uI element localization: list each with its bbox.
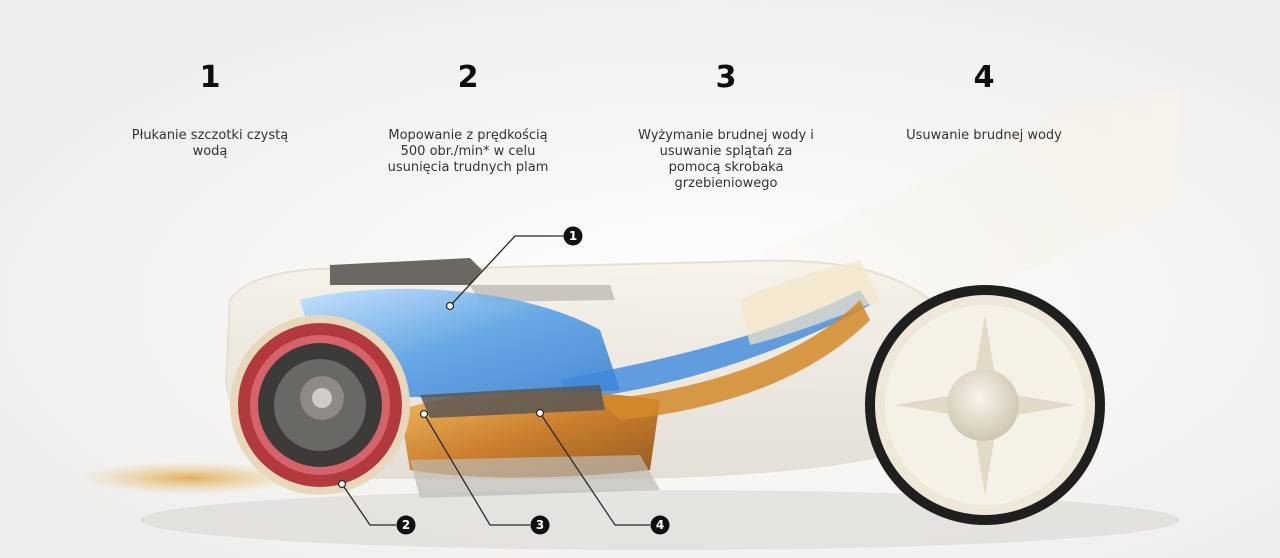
callout-label-1: 1 <box>569 229 577 243</box>
callout-origin-3 <box>419 409 429 419</box>
step-1: 1 Płukanie szczotki czystą wodą <box>110 58 310 160</box>
step-description: Usuwanie brudnej wody <box>906 128 1062 143</box>
callout-origin-2 <box>337 479 347 489</box>
callout-marker-2: 2 <box>396 515 416 535</box>
callout-origin-4 <box>535 408 545 418</box>
step-description: Mopowanie z prędkością 500 obr./min* w c… <box>387 128 549 175</box>
callout-label-4: 4 <box>656 518 664 532</box>
callout-marker-1: 1 <box>563 226 583 246</box>
callout-label-2: 2 <box>402 518 410 532</box>
step-number: 2 <box>457 60 479 95</box>
process-steps: 1 Płukanie szczotki czystą wodą 2 Mopowa… <box>0 0 1280 200</box>
callout-marker-3: 3 <box>530 515 550 535</box>
step-4: 4 Usuwanie brudnej wody <box>884 58 1084 144</box>
callout-marker-4: 4 <box>650 515 670 535</box>
step-number: 1 <box>199 60 221 95</box>
step-number: 4 <box>973 60 995 95</box>
callout-label-3: 3 <box>536 518 544 532</box>
callout-lines <box>341 235 650 526</box>
step-number: 3 <box>715 60 737 95</box>
callout-origin-1 <box>445 301 455 311</box>
step-description: Wyżymanie brudnej wody i usuwanie spląta… <box>638 128 814 191</box>
step-2: 2 Mopowanie z prędkością 500 obr./min* w… <box>368 58 568 176</box>
step-3: 3 Wyżymanie brudnej wody i usuwanie splą… <box>626 58 826 192</box>
step-description: Płukanie szczotki czystą wodą <box>131 128 289 159</box>
